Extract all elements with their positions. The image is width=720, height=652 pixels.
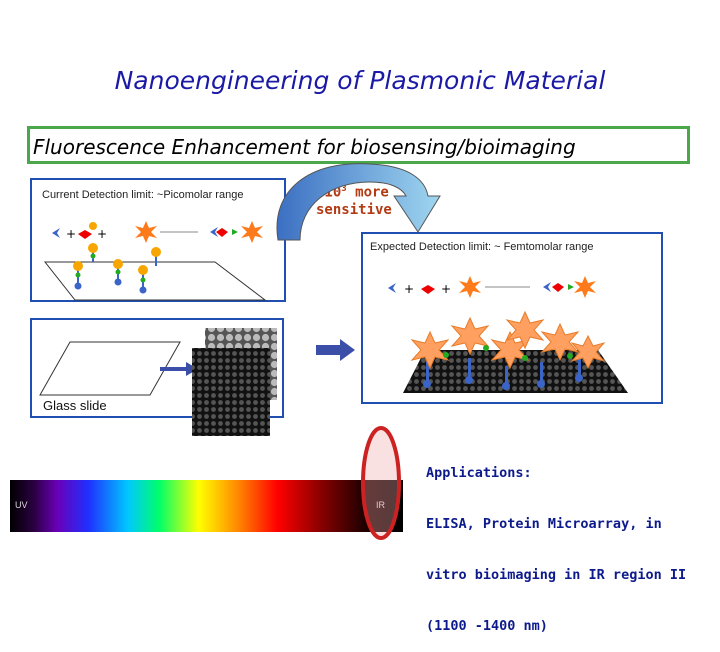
applications-line: ELISA, Protein Microarray, in	[426, 516, 662, 532]
molecule-row-icon: + +	[388, 276, 596, 298]
svg-text:+: +	[404, 282, 414, 296]
uv-label: UV	[15, 500, 28, 510]
page-title: Nanoengineering of Plasmonic Material	[114, 66, 606, 95]
subtitle-box	[27, 126, 690, 164]
ir-highlight-ellipse	[361, 426, 401, 540]
applications-heading: Applications:	[426, 465, 532, 481]
arrow-right-icon	[316, 339, 355, 361]
sensor-slide-icon	[43, 243, 267, 301]
current-detection-label: Current Detection limit: ~Picomolar rang…	[42, 189, 244, 201]
svg-text:+: +	[441, 282, 451, 296]
molecule-row-icon: + +	[52, 221, 263, 243]
glass-slide-label: Glass slide	[43, 398, 107, 413]
svg-text:+: +	[66, 227, 76, 241]
applications-line: (1100 -1400 nm)	[426, 618, 548, 634]
ir-label: IR	[376, 500, 386, 510]
spectrum-bar: UV IR	[10, 480, 403, 532]
illustration-layer: + + + +	[10, 163, 628, 540]
svg-text:+: +	[97, 227, 107, 241]
applications-line: vitro bioimaging in IR region II	[426, 567, 687, 583]
nanoparticle-film-icon	[192, 328, 277, 436]
curved-arrow-icon	[276, 163, 441, 241]
glass-slide-icon	[39, 341, 181, 396]
nanoparticle-substrate-icon	[403, 310, 628, 393]
subtitle: Fluorescence Enhancement for biosensing/…	[33, 135, 576, 159]
expected-detection-label: Expected Detection limit: ~ Femtomolar r…	[370, 241, 594, 253]
